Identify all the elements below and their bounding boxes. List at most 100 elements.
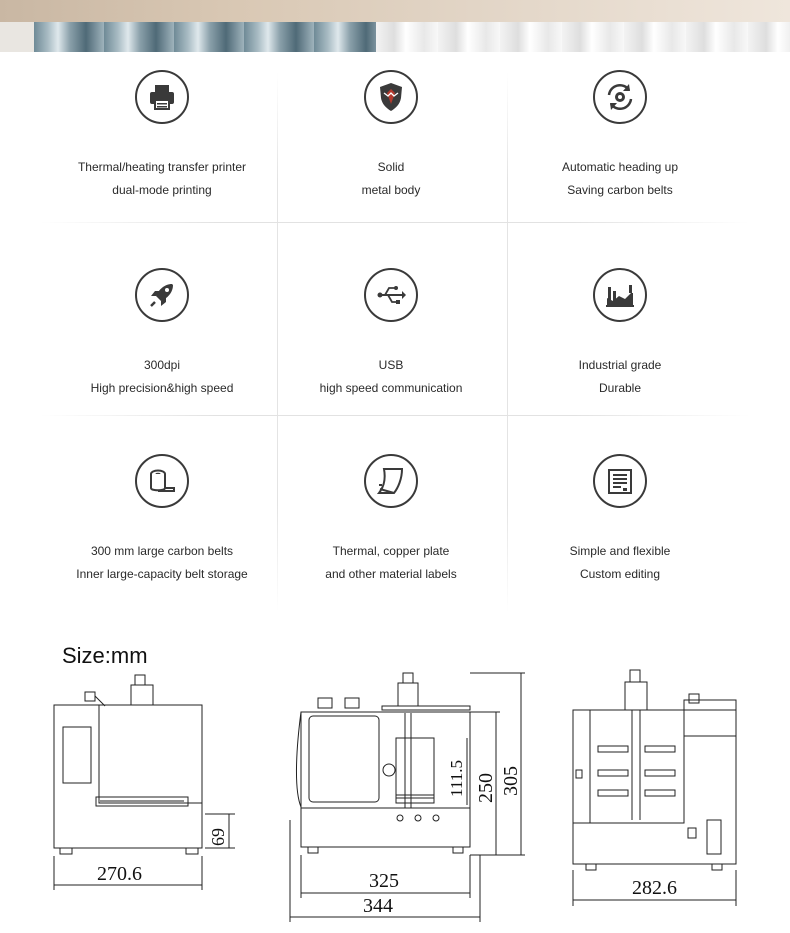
feature-line1: Thermal, copper plate: [332, 544, 450, 558]
back-inner-frame: [589, 709, 685, 824]
grid-divider-horizontal-1: [40, 222, 750, 223]
front-body-outline: [53, 704, 203, 849]
back-side-latch: [575, 769, 583, 779]
back-view-drawing: [572, 669, 737, 906]
side-body-outline: [300, 711, 471, 848]
side-body-width-value: 325: [369, 870, 399, 892]
feature-line1: Automatic heading up: [561, 160, 679, 174]
back-width-value: 282.6: [632, 877, 677, 899]
side-view-drawing: [289, 672, 525, 922]
side-344-dim: [289, 820, 481, 922]
back-top-block: [624, 681, 648, 711]
front-top-switch: [84, 691, 96, 702]
ribbon-roll-icon: [135, 454, 189, 508]
front-foot-left: [59, 847, 73, 855]
feature-material-labels: Thermal, copper plate and other material…: [276, 454, 506, 581]
front-width-value: 270.6: [97, 863, 142, 885]
feature-300dpi: 300dpi High precision&high speed: [47, 268, 277, 395]
side-325-dim: [300, 855, 471, 898]
back-lead-screw: [631, 710, 641, 820]
side-lead-screw: [404, 713, 412, 808]
back-top-right-plate: [683, 699, 737, 737]
front-top-block: [130, 684, 154, 706]
feature-auto-heading: Automatic heading up Saving carbon belts: [505, 70, 735, 197]
side-bolt-2: [414, 814, 422, 822]
usb-icon: [364, 268, 418, 322]
feature-line2: and other material labels: [325, 567, 457, 581]
banner-metal-band: [34, 22, 376, 52]
back-width-dim: [572, 870, 737, 906]
front-panel: [98, 704, 203, 804]
side-foot-left: [307, 846, 319, 854]
front-height-value: 69: [208, 828, 228, 846]
side-front-curve: [296, 711, 302, 808]
back-holder-4: [644, 745, 676, 753]
back-holder-6: [644, 789, 676, 797]
front-foot-right: [185, 847, 199, 855]
feature-line1: Industrial grade: [578, 358, 662, 372]
feature-line1: 300dpi: [143, 358, 181, 372]
grid-divider-horizontal-2: [40, 415, 750, 416]
side-top-block: [397, 682, 419, 707]
side-knob: [382, 763, 396, 777]
front-feed-slot: [95, 796, 189, 807]
side-bolt-1: [396, 814, 404, 822]
banner-light-band: [376, 22, 790, 52]
size-section-title: Size:mm: [62, 643, 148, 668]
side-ext-lines: [470, 672, 525, 856]
side-top-knob: [402, 672, 414, 684]
back-top-switch: [688, 693, 700, 704]
gear-refresh-icon: [593, 70, 647, 124]
side-tray: [395, 794, 435, 804]
feature-custom-editing: Simple and flexible Custom editing: [505, 454, 735, 581]
front-width-ext: [53, 856, 203, 890]
dimension-drawings: 270.6 69 111.5 250 305 325 344 282.6: [53, 669, 737, 922]
grid-divider-vertical-1: [277, 72, 278, 612]
factory-icon: [593, 268, 647, 322]
feature-line2: Durable: [598, 381, 642, 395]
front-top-knob: [134, 674, 146, 686]
back-holder-5: [644, 769, 676, 777]
side-foot-right: [452, 846, 464, 854]
side-top-box-2: [344, 697, 360, 709]
back-holder-2: [597, 769, 629, 777]
side-mid-height-value: 250: [475, 773, 497, 803]
back-foot-right: [711, 863, 723, 871]
back-foot-left: [585, 863, 597, 871]
front-height-dim: [205, 813, 235, 849]
feature-line2: Inner large-capacity belt storage: [76, 567, 248, 581]
feature-line1: Solid: [377, 160, 405, 174]
front-window: [62, 726, 92, 784]
shield-icon: [364, 70, 418, 124]
feature-line1: Thermal/heating transfer printer: [77, 160, 247, 174]
back-holder-3: [597, 789, 629, 797]
back-usb-port: [687, 827, 697, 839]
side-total-height-value: 305: [500, 766, 522, 796]
feature-industrial-grade: Industrial grade Durable: [505, 268, 735, 395]
banner-warm-band: [0, 0, 790, 22]
feature-line2: dual-mode printing: [112, 183, 212, 197]
feature-line1: 300 mm large carbon belts: [90, 544, 234, 558]
front-view-drawing: [53, 674, 235, 890]
side-total-width-value: 344: [363, 895, 393, 917]
side-inner-height-value: 111.5: [447, 760, 466, 797]
document-edit-icon: [593, 454, 647, 508]
side-inner-panel: [395, 737, 435, 799]
feature-line2: metal body: [361, 183, 421, 197]
side-top-box-1: [317, 697, 333, 709]
feature-metal-body: Solid metal body: [276, 70, 506, 197]
feature-line1: USB: [378, 358, 404, 372]
feature-line2: high speed communication: [319, 381, 463, 395]
back-top-knob: [629, 669, 641, 683]
feature-carbon-belts: 300 mm large carbon belts Inner large-ca…: [47, 454, 277, 581]
side-top-plate: [381, 705, 471, 711]
feature-line2: Custom editing: [579, 567, 661, 581]
feature-line1: Simple and flexible: [569, 544, 671, 558]
side-bolt-3: [432, 814, 440, 822]
feature-line2: High precision&high speed: [90, 381, 234, 395]
back-holder-1: [597, 745, 629, 753]
back-body-outline: [572, 709, 737, 865]
label-sheet-icon: [364, 454, 418, 508]
feature-grid: Thermal/heating transfer printer dual-mo…: [0, 52, 790, 622]
feature-line2: Saving carbon belts: [567, 183, 673, 197]
